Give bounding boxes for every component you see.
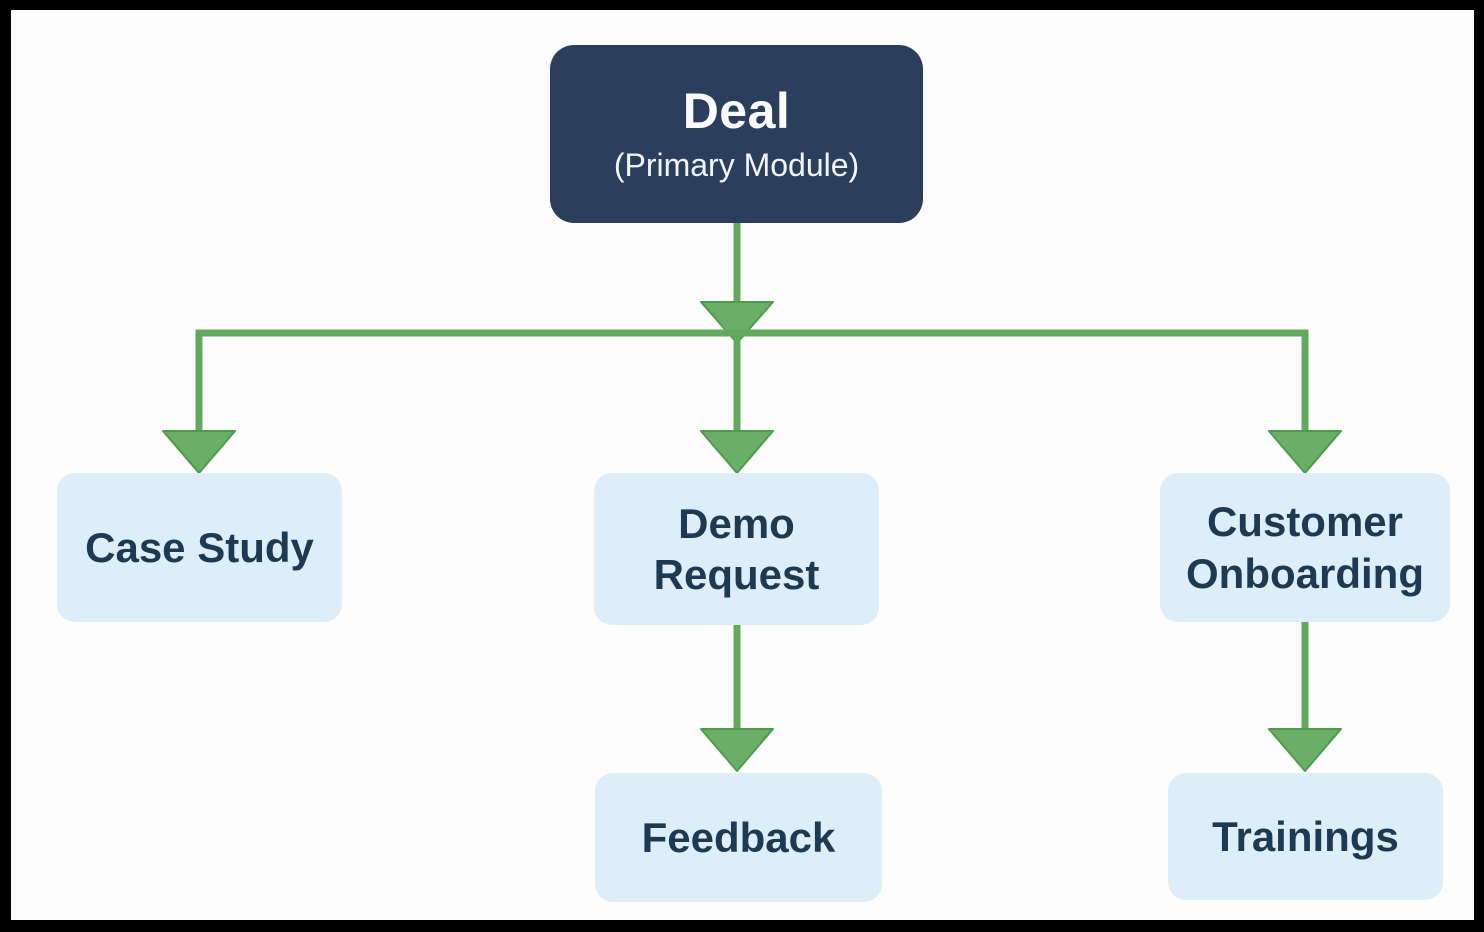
arrowhead-feedback-icon [700, 728, 774, 772]
node-demo-request: Demo Request [594, 473, 879, 625]
node-feedback: Feedback [595, 773, 882, 902]
node-trainings-label: Trainings [1212, 812, 1399, 860]
junction-arrowhead-icon [700, 301, 774, 344]
node-feedback-label: Feedback [641, 813, 836, 861]
node-customer-onboarding: Customer Onboarding [1160, 473, 1450, 622]
node-customer-onboarding-label: Customer Onboarding [1186, 498, 1424, 597]
arrowhead-trainings-icon [1268, 728, 1342, 772]
node-trainings: Trainings [1168, 773, 1443, 900]
node-deal-subtitle: (Primary Module) [613, 147, 860, 183]
node-case-study-label: Case Study [85, 523, 314, 571]
edge-distribution-bar [195, 329, 1309, 436]
node-demo-request-label: Demo Request [653, 499, 820, 598]
node-case-study: Case Study [57, 473, 342, 622]
diagram-canvas: Deal (Primary Module) Case Study Demo Re… [11, 10, 1474, 920]
node-deal: Deal (Primary Module) [550, 45, 923, 223]
arrowhead-demo-request-icon [700, 430, 774, 474]
arrowhead-customer-onboarding-icon [1268, 430, 1342, 474]
arrowhead-case-study-icon [162, 430, 236, 474]
node-deal-title: Deal [682, 83, 791, 139]
